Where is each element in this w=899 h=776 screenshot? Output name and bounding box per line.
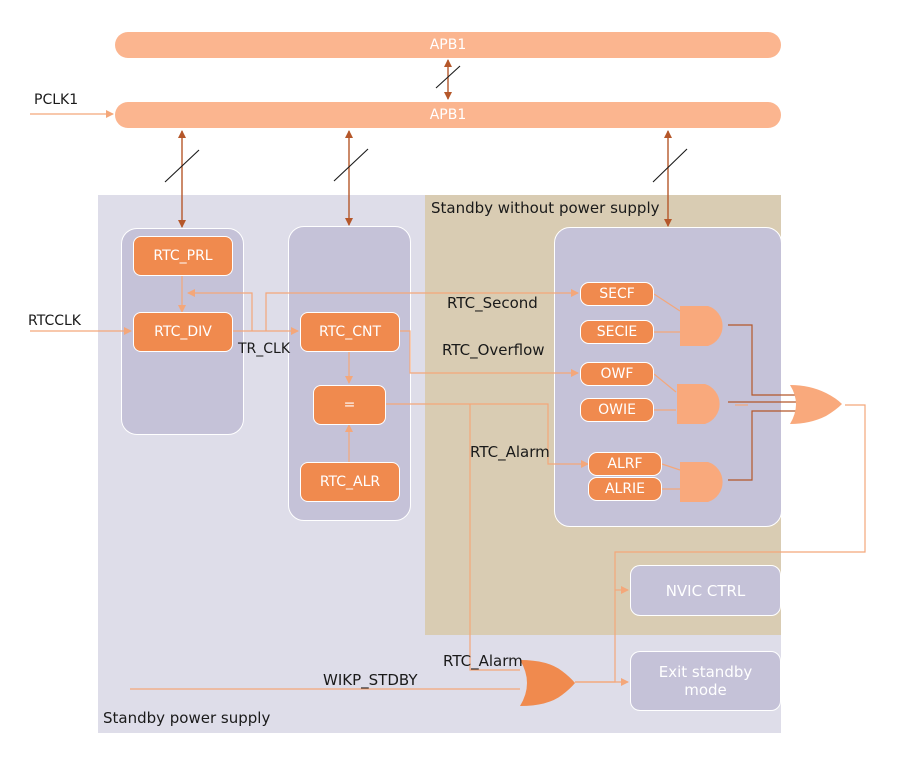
compare-register: =: [313, 385, 386, 425]
signal-wires: [30, 110, 866, 690]
rtc-second-label: RTC_Second: [447, 294, 538, 312]
gate-wires: [653, 293, 748, 490]
rtcclk-label: RTCCLK: [28, 313, 81, 329]
owie-flag: OWIE: [580, 398, 654, 422]
secie-flag: SECIE: [580, 320, 654, 344]
standby-power-label: Standby power supply: [103, 709, 271, 727]
pclk1-label: PCLK1: [34, 92, 79, 108]
rtc-div-register: RTC_DIV: [133, 312, 233, 352]
rtc-alr-register: RTC_ALR: [300, 462, 400, 502]
bus-link: [178, 59, 672, 228]
and-gates: [677, 306, 723, 502]
or-gate-interrupt: [790, 385, 842, 424]
apb1-bus-top: APB1: [115, 32, 781, 58]
standby-no-power-label: Standby without power supply: [431, 199, 660, 217]
rtc-overflow-label: RTC_Overflow: [442, 341, 545, 359]
tr-clk-label: TR_CLK: [238, 341, 291, 357]
nvic-ctrl-box: NVIC CTRL: [630, 565, 781, 616]
wikp-stdby-label: WIKP_STDBY: [323, 671, 418, 689]
apb1-bus-bottom: APB1: [115, 102, 781, 128]
rtc-cnt-register: RTC_CNT: [300, 312, 400, 352]
gate-to-or: [728, 324, 796, 481]
alrf-flag: ALRF: [588, 452, 662, 476]
and-gate-overflow: [677, 384, 720, 424]
and-gate-alarm: [680, 462, 723, 502]
alrie-flag: ALRIE: [588, 477, 662, 501]
exit-standby-box: Exit standby mode: [630, 651, 781, 711]
rtc-alarm-wakeup-label: RTC_Alarm: [443, 652, 523, 670]
bus-width-slashes: [164, 65, 688, 183]
secf-flag: SECF: [580, 282, 654, 306]
rtc-alarm-label: RTC_Alarm: [470, 443, 550, 461]
rtc-prl-register: RTC_PRL: [133, 236, 233, 276]
owf-flag: OWF: [580, 362, 654, 386]
or-gate-wakeup: [520, 660, 575, 706]
and-gate-second: [680, 306, 723, 346]
